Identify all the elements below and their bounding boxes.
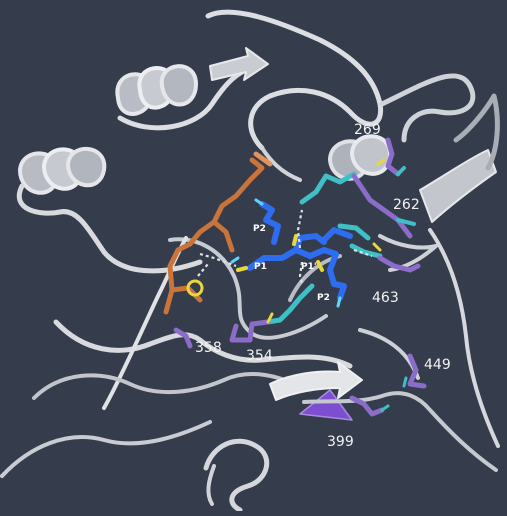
loop-top (205, 9, 384, 151)
residue-354 (229, 312, 274, 343)
strand-arrow-bottom (269, 361, 363, 401)
loop-bottom-left (0, 420, 212, 478)
strand-arrow-right (419, 149, 497, 223)
ligand (230, 198, 353, 308)
residue-269 (376, 137, 406, 177)
cyan-chain (265, 171, 383, 325)
residue-label-449: 449 (424, 357, 451, 373)
loop-center (168, 237, 328, 340)
residue-262 (351, 173, 416, 239)
residue-label-463: 463 (372, 290, 399, 306)
residue-labels: 269 262 463 358 354 449 399 (195, 122, 451, 450)
hydrogen-bonds (197, 209, 373, 285)
residue-449 (402, 353, 427, 389)
site-labels: P2 P1 P1' P2 (253, 224, 330, 303)
helix-left (16, 147, 203, 274)
loop-top-right (379, 73, 476, 143)
helix-right (328, 134, 393, 181)
residue-label-358: 358 (195, 340, 222, 356)
loop-bottom-center (203, 438, 270, 513)
residue-358 (173, 327, 193, 349)
residue-399 (349, 395, 390, 417)
loop-right-lower (428, 228, 500, 448)
residue-label-354: 354 (246, 348, 273, 364)
site-label-p1-prime: P1' (301, 262, 317, 272)
strand-arrow-top (209, 47, 269, 81)
loop-lower-left-1 (53, 319, 353, 369)
orange-peptide (163, 151, 273, 315)
residue-463 (372, 242, 421, 273)
site-label-p2-top: P2 (253, 224, 266, 234)
residue-label-269: 269 (354, 122, 381, 138)
protein-ribbon (0, 9, 500, 513)
residue-label-399: 399 (327, 434, 354, 450)
site-label-p2-bottom: P2 (317, 293, 330, 303)
site-label-p1: P1 (254, 262, 267, 272)
loop-lower-left-3 (32, 372, 302, 400)
residue-sidechains (173, 137, 427, 417)
residue-label-262: 262 (393, 197, 420, 213)
